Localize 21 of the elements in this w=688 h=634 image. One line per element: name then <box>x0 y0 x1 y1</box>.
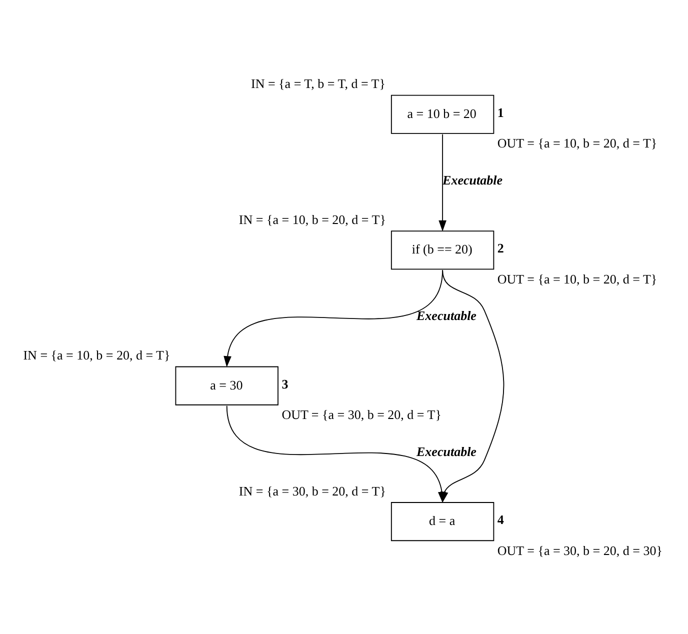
node-label: IN = {a = 10, b = 20, d = T} <box>23 347 170 362</box>
node-label: OUT = {a = 30, b = 20, d = T} <box>282 406 442 422</box>
node-label: 4 <box>497 512 504 527</box>
arrow <box>438 133 446 232</box>
node-box: a = 10 b = 20 <box>390 94 494 134</box>
node-label: 3 <box>282 376 288 391</box>
edge-label: Executable <box>442 172 502 187</box>
node-label: IN = {a = 10, b = 20, d = T} <box>238 211 386 226</box>
node-label: 1 <box>497 104 504 120</box>
node-label: IN = {a = T, b = T, d = T} <box>251 76 386 91</box>
edge-label: Executable <box>416 308 476 323</box>
node-label: IN = {a = 30, b = 20, d = T} <box>238 482 386 498</box>
arrow <box>226 404 446 502</box>
edge-label: Executable <box>416 443 476 458</box>
node-box: if (b == 20) <box>390 230 494 270</box>
node-label: OUT = {a = 10, b = 20, d = T} <box>497 270 658 286</box>
node-box: d = a <box>390 502 494 541</box>
node-label: 2 <box>497 240 504 256</box>
node-box: a = 30 <box>175 366 278 405</box>
node-label: OUT = {a = 30, b = 20, d = 30} <box>497 542 662 558</box>
node-label: OUT = {a = 10, b = 20, d = T} <box>497 135 658 150</box>
